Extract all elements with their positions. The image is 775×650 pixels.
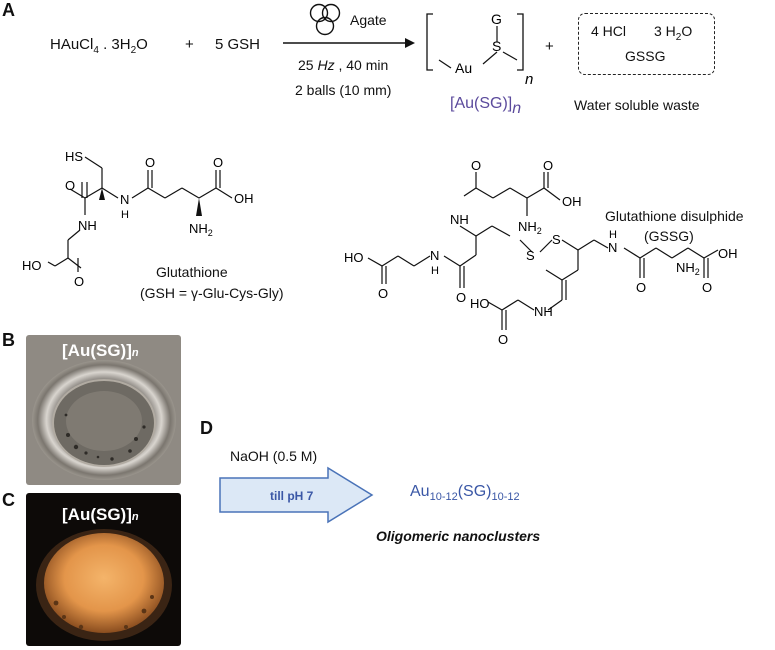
svg-text:O: O	[65, 178, 75, 193]
panel-label-a: A	[2, 0, 15, 20]
svg-text:O: O	[702, 280, 712, 295]
waste-water: 3 H2O	[654, 23, 693, 43]
plus-sign: +	[185, 36, 194, 53]
svg-text:HO: HO	[22, 258, 42, 273]
nanocluster-formula: Au10-12(SG)10-12	[410, 483, 520, 504]
svg-text:OH: OH	[562, 194, 582, 209]
reactant-gsh: 5 GSH	[215, 36, 261, 53]
panel-label-c: C	[2, 490, 15, 510]
mill-material-label: Agate	[350, 12, 387, 28]
svg-text:OH: OH	[718, 246, 738, 261]
amine-label: NH2	[189, 221, 213, 238]
panel-label-b: B	[2, 330, 15, 350]
svg-text:S: S	[552, 232, 561, 247]
svg-text:O: O	[213, 155, 223, 170]
svg-text:N: N	[430, 248, 439, 263]
glutathione-name: Glutathione	[156, 264, 228, 280]
ph-adjust-arrow: till pH 7	[219, 466, 374, 524]
svg-text:O: O	[145, 155, 155, 170]
gold-atom-label: Au	[455, 60, 472, 76]
svg-text:HO: HO	[344, 250, 364, 265]
milling-conditions: 25 Hz , 40 min	[298, 57, 389, 73]
waste-caption: Water soluble waste	[574, 97, 700, 113]
svg-text:H: H	[431, 265, 439, 277]
polymer-product-structure: Au S G n	[426, 11, 533, 88]
product-formula: [Au(SG)]n	[450, 95, 522, 117]
polymer-n-label: n	[525, 71, 533, 88]
reaction-arrow	[283, 38, 415, 48]
svg-text:O: O	[636, 280, 646, 295]
nanocluster-caption: Oligomeric nanoclusters	[376, 528, 541, 544]
milling-balls-icon	[309, 3, 341, 36]
photo-c-label: [Au(SG)]n	[62, 505, 139, 524]
waste-box: 4 HCl 3 H2O GSSG	[578, 13, 715, 75]
svg-text:H: H	[609, 229, 617, 241]
photo-jar-top-view: [Au(SG)]n	[26, 335, 181, 485]
gssg-structure: O OH NH2 O NH S S N H HO O O N H O HO O …	[344, 160, 738, 347]
gssg-abbr: (GSSG)	[644, 228, 694, 244]
svg-text:O: O	[456, 290, 466, 305]
panel-label-d: D	[200, 418, 213, 438]
waste-hcl: 4 HCl	[591, 23, 627, 39]
svg-text:N: N	[608, 240, 617, 255]
gssg-right-amine: NH2	[676, 260, 700, 277]
svg-text:OH: OH	[234, 191, 254, 206]
svg-text:S: S	[526, 248, 535, 263]
photo-b-label: [Au(SG)]n	[62, 341, 139, 360]
plus-sign-2: +	[545, 38, 554, 55]
photo-jar-illuminated: [Au(SG)]n	[26, 493, 181, 646]
gssg-name: Glutathione disulphide	[605, 208, 744, 224]
svg-text:NH: NH	[78, 218, 97, 233]
svg-text:NH: NH	[534, 304, 553, 319]
svg-text:O: O	[74, 274, 84, 289]
glutathione-formula: (GSH = γ-Glu-Cys-Gly)	[140, 285, 284, 301]
milling-balls-text: 2 balls (10 mm)	[295, 82, 392, 98]
waste-gssg: GSSG	[625, 48, 666, 64]
svg-text:NH: NH	[450, 212, 469, 227]
gssg-upper-amine: NH2	[518, 219, 542, 236]
svg-text:H: H	[121, 209, 129, 221]
svg-text:O: O	[543, 160, 553, 173]
sulfur-atom-label: S	[492, 38, 501, 54]
glutathione-group-label: G	[491, 11, 502, 27]
svg-text:N: N	[120, 192, 129, 207]
svg-text:HS: HS	[65, 149, 83, 164]
svg-text:O: O	[498, 332, 508, 347]
svg-text:HO: HO	[470, 296, 490, 311]
glutathione-structure: HS O O O N H OH NH NH2 HO O	[22, 149, 254, 289]
ph-arrow-label: till pH 7	[270, 489, 314, 503]
svg-text:O: O	[378, 286, 388, 301]
reactant-haucl4: HAuCl4 . 3H2O	[50, 36, 148, 56]
base-reagent: NaOH (0.5 M)	[230, 448, 318, 464]
svg-text:O: O	[471, 160, 481, 173]
